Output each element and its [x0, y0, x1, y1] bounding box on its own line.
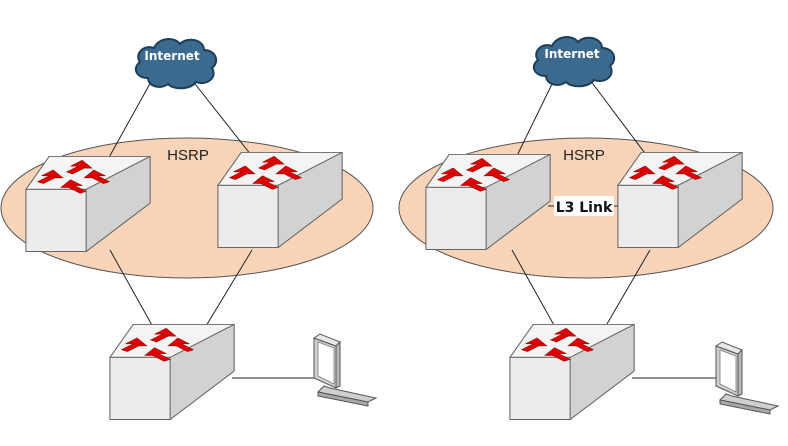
l3-link-label: L3 Link: [556, 200, 613, 216]
hsrp-label: HSRP: [167, 147, 209, 164]
switch-icon: [109, 323, 235, 420]
link-internet-switch-a: [101, 79, 153, 171]
internet-label: Internet: [544, 47, 599, 61]
link-switch-a-access: [511, 249, 561, 337]
link-switch-a-access: [109, 249, 159, 337]
link-internet-switch-b: [589, 79, 651, 161]
monitor-icon: [715, 341, 779, 415]
link-switch-b-access: [199, 249, 253, 337]
cloud-icon: [532, 36, 616, 88]
switch-icon: [509, 323, 635, 420]
link-switch-b-access: [599, 249, 651, 337]
cloud-icon: [134, 38, 218, 90]
internet-label: Internet: [144, 49, 199, 63]
diagram-right: Internet HSRP L3 Link: [398, 36, 779, 420]
monitor-icon: [313, 333, 377, 407]
l3-link-label-bg: [554, 196, 614, 216]
diagram-left: Internet HSRP: [0, 38, 377, 420]
link-internet-switch-b: [191, 79, 256, 161]
hsrp-label: HSRP: [563, 147, 605, 164]
